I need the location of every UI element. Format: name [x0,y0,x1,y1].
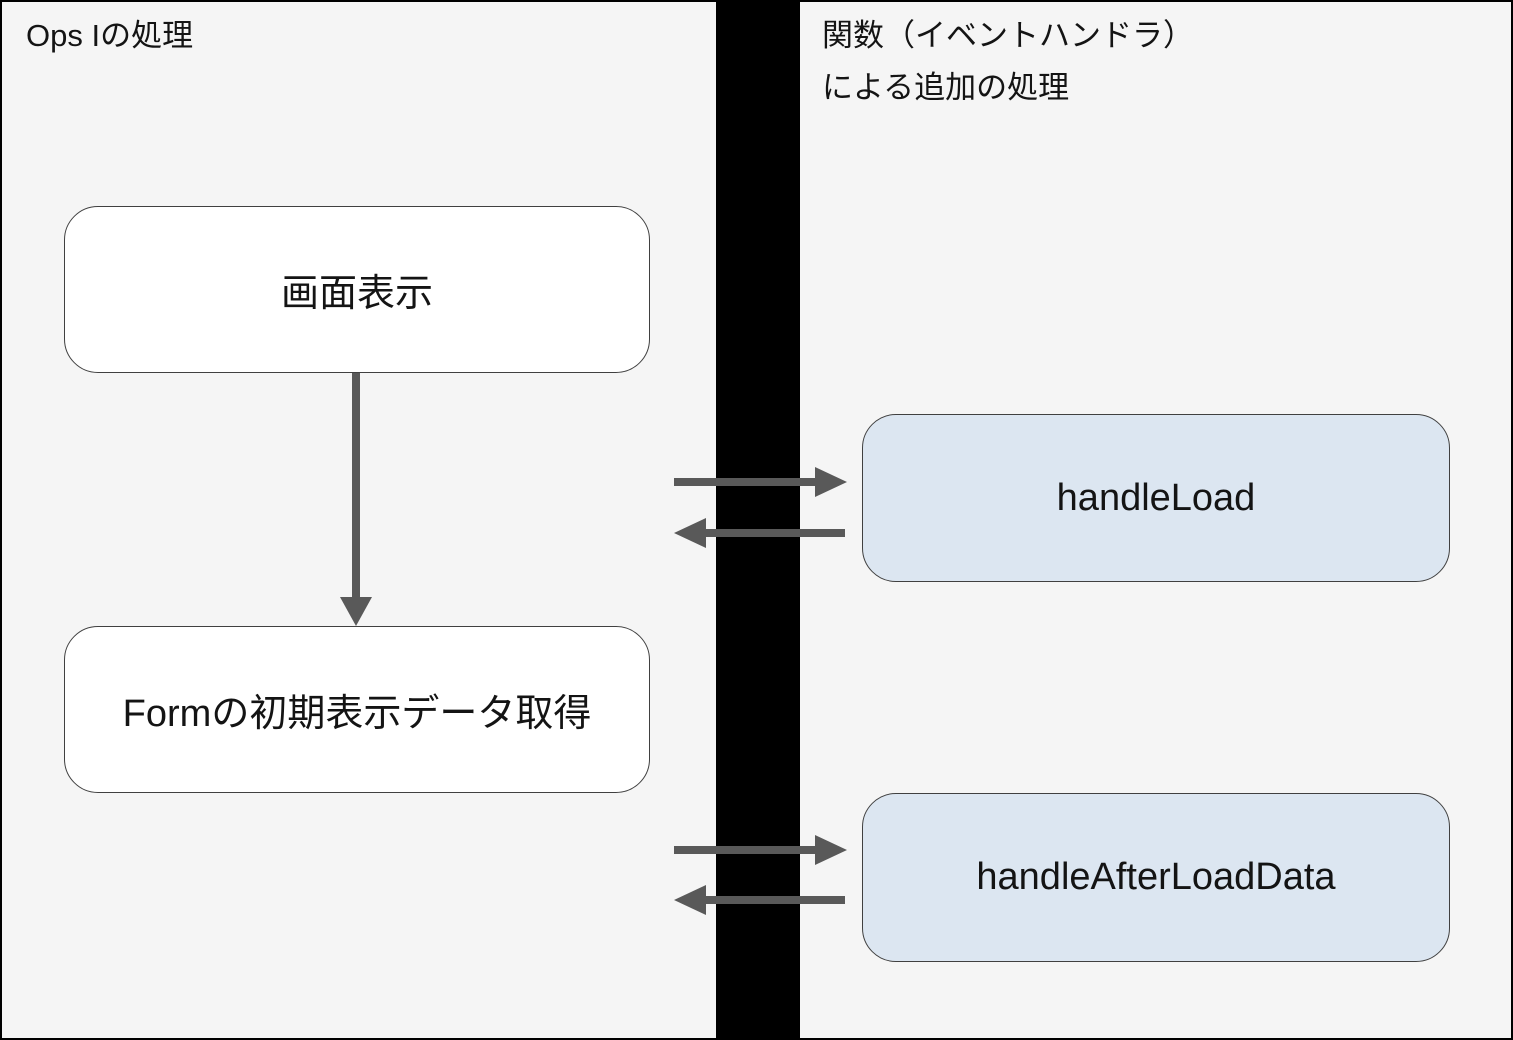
lane-divider-bar [716,2,800,1038]
step-box-form-initial-data-label: Formの初期表示データ取得 [122,693,592,735]
right-lane-title-line2: による追加の処理 [822,70,1070,105]
handler-box-handleafterloaddata: handleAfterLoadData [862,793,1450,962]
handler-box-handleload-label: handleLoad [1056,476,1256,519]
handler-box-handleafterloaddata-label: handleAfterLoadData [976,856,1336,898]
step-box-form-initial-data: Formの初期表示データ取得 [64,626,650,793]
left-lane-title-text: Ops Iの処理 [26,18,194,53]
right-lane-title-line1: 関数（イベントハンドラ） [822,18,1194,53]
right-lane-title: 関数（イベントハンドラ） による追加の処理 [822,10,1194,114]
handler-box-handleload: handleLoad [862,414,1450,582]
flow-arrow-down [340,373,372,626]
step-box-screen-display: 画面表示 [64,206,650,373]
step-box-screen-display-label: 画面表示 [280,273,433,315]
left-lane-title: Ops Iの処理 [26,10,193,62]
